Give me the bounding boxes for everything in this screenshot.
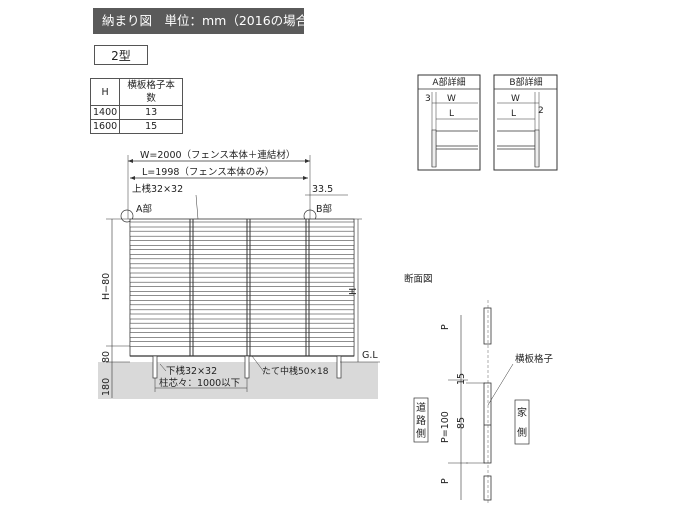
detail-b-dim-w: W [511,94,520,104]
table-header-cell: 横板格子本数 [119,78,184,106]
fence-slats [129,221,355,347]
house-side-char-1: 家 [517,406,527,419]
pitch-p-bottom: P [440,478,451,484]
section-drawing: 断面図 P 15 P=100 85 P 横板格子 道 路 側 家 側 [404,273,554,505]
fence-slat [129,295,355,301]
fence-slat [129,304,355,311]
part-a-label: A部 [136,203,152,215]
h-label: H [348,288,359,295]
detail-a: A部詳細 3 W L [417,74,481,171]
fence-slat [129,332,355,338]
post-pitch-label: 柱芯々：1000以下 [159,377,240,389]
road-side-char-3: 側 [416,427,426,440]
dimension-180: 180 [101,378,112,396]
house-side-label: 家 側 [517,406,527,439]
fence-slat [129,313,355,320]
type-label: 2型 [94,45,148,65]
detail-a-title: A部詳細 [432,76,465,88]
length-dimension: L=1998（フェンス本体のみ） [142,166,274,178]
h-minus-80-label: H−80 [101,273,112,300]
detail-a-dim-w: W [447,94,456,104]
bottom-rail-label: 下桟32×32 [166,365,217,377]
detail-a-dim-3: 3 [425,94,431,104]
section-title: 断面図 [404,273,433,285]
pitch-p-top: P [440,324,451,330]
pitch-p100: P=100 [440,411,451,443]
dimension-15: 15 [456,373,467,385]
fence-slat [129,230,355,237]
fence-slat [129,249,355,255]
dimension-33-5: 33.5 [312,184,333,195]
road-side-label: 道 路 側 [416,401,426,440]
top-rail-label: 上桟32×32 [132,183,183,195]
spec-table: H 横板格子本数 1400 13 1600 15 [89,78,184,134]
lattice-label: 横板格子 [515,353,554,365]
detail-b-title: B部詳細 [509,76,542,88]
part-b-label: B部 [316,203,332,215]
detail-b-dim-2: 2 [538,106,544,116]
fence-slat [129,267,355,274]
detail-a-dim-l: L [449,109,454,119]
mid-post-label: たて中桟50×18 [262,365,329,377]
fence-slat [129,276,355,283]
table-header-row: H 横板格子本数 [89,78,184,106]
width-dimension: W=2000（フェンス本体＋連結材） [140,149,295,161]
fence-slat [129,240,355,246]
table-cell: 1600 [89,119,121,134]
table-cell: 15 [119,119,184,134]
elevation-drawing: W=2000（フェンス本体＋連結材） L=1998（フェンス本体のみ） 上桟32… [98,149,380,399]
part-a-marker [120,209,134,223]
road-side-char-1: 道 [416,401,426,414]
fence-slat [129,322,355,329]
fence-slat [129,258,355,265]
road-side-char-2: 路 [416,414,426,427]
fence-slat [129,221,355,228]
page-title: 納まり図 単位：mm（2016の場合） [93,8,321,34]
fence-slat [129,286,355,292]
dimension-80: 80 [101,351,112,363]
gl-label: G.L [362,350,378,361]
detail-b-dim-l: L [511,109,516,119]
fence-slat [129,341,355,347]
dimension-85: 85 [456,417,467,429]
table-row: 1600 15 [89,119,184,134]
ground-band [98,362,378,399]
detail-b: B部詳細 W L 2 [493,74,558,171]
house-side-char-2: 側 [517,426,527,439]
